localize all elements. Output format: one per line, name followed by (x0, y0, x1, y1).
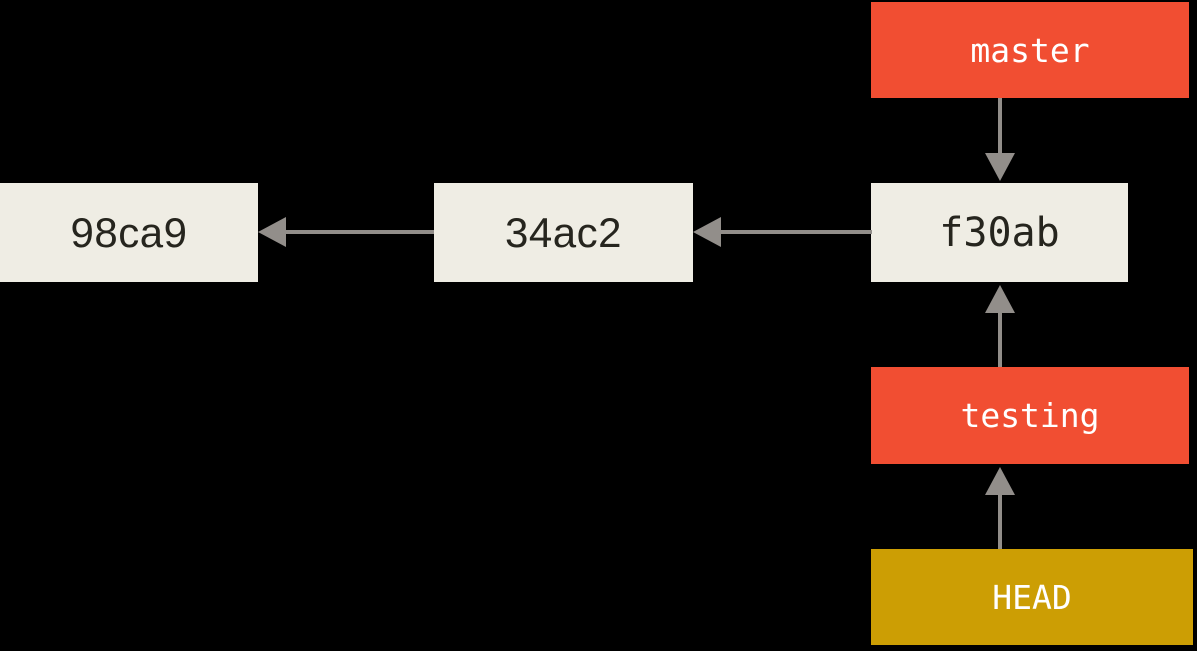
arrow-line-master-to-f30ab (998, 98, 1002, 154)
arrow-line-head-to-testing (998, 494, 1002, 549)
arrow-line-f30ab-to-34ac2 (719, 230, 872, 234)
commit-hash-label: 98ca9 (70, 208, 188, 256)
commit-hash-label: f30ab (939, 209, 1060, 256)
arrowhead-left-icon (693, 217, 721, 247)
branch-node-master: master (871, 2, 1189, 98)
head-node: HEAD (871, 549, 1193, 645)
head-label: HEAD (992, 577, 1072, 617)
branch-label: testing (960, 396, 1100, 435)
arrowhead-down-icon (985, 153, 1015, 181)
commit-hash-label: 34ac2 (505, 208, 622, 256)
commit-node-98ca9: 98ca9 (0, 183, 258, 282)
arrow-line-testing-to-f30ab (998, 312, 1002, 367)
arrowhead-up-icon (985, 285, 1015, 313)
arrowhead-left-icon (258, 217, 286, 247)
arrowhead-up-icon (985, 467, 1015, 495)
branch-label: master (970, 30, 1090, 70)
commit-node-34ac2: 34ac2 (434, 183, 693, 282)
arrow-line-34ac2-to-98ca9 (284, 230, 434, 234)
branch-node-testing: testing (871, 367, 1189, 464)
commit-node-f30ab: f30ab (871, 183, 1128, 282)
